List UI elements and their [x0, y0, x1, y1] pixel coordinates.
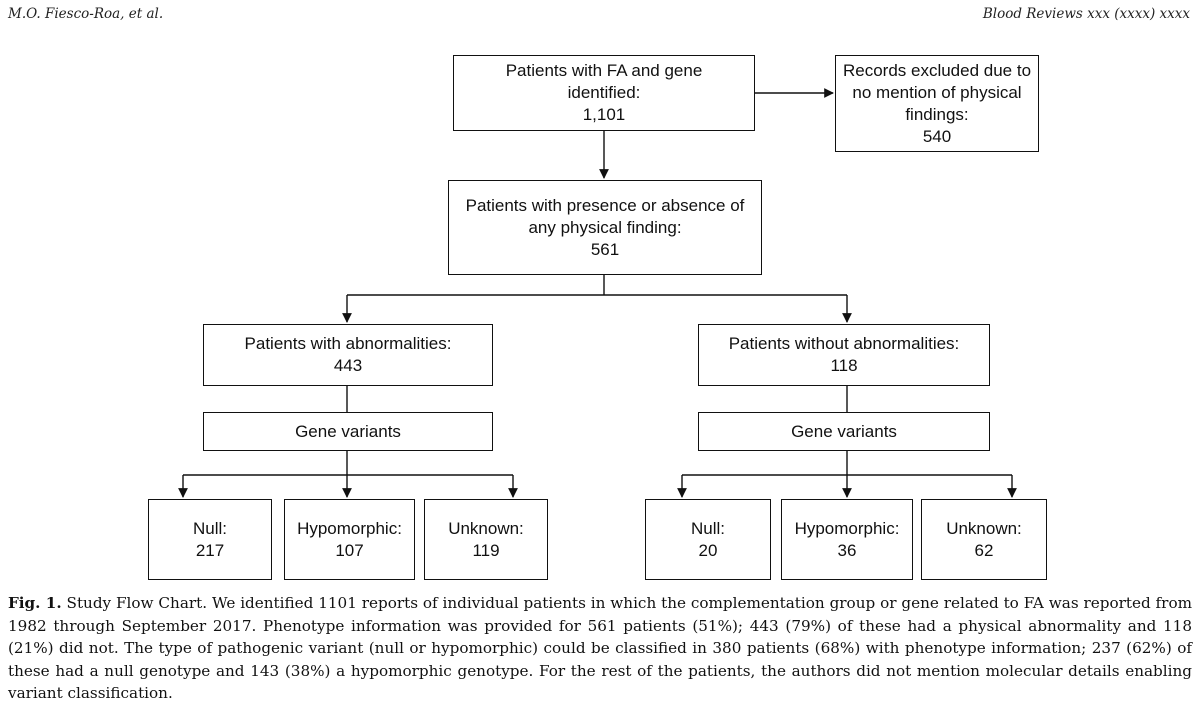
box-value: 540 — [922, 126, 952, 146]
box-label: Records excluded due to no mention of ph… — [842, 60, 1032, 124]
box-label: Patients without abnormalities: — [728, 334, 960, 353]
box-label: Hypomorphic: — [297, 518, 402, 538]
box-physical-finding: Patients with presence or absence of any… — [448, 180, 762, 275]
box-value: 36 — [837, 540, 857, 560]
box-left-hypomorphic: Hypomorphic: 107 — [284, 499, 415, 580]
box-records-excluded: Records excluded due to no mention of ph… — [835, 55, 1039, 152]
box-label: Patients with presence or absence of any… — [465, 195, 745, 237]
figure-label: Fig. 1. — [8, 594, 62, 612]
box-label: Patients with FA and gene identified: — [505, 61, 703, 102]
running-header-journal: Blood Reviews xxx (xxxx) xxxx — [982, 6, 1190, 22]
box-label: Null: — [192, 518, 227, 538]
box-label: Unknown: — [448, 518, 524, 538]
box-gene-variants-left: Gene variants — [203, 412, 493, 451]
box-right-null: Null: 20 — [645, 499, 771, 580]
box-label: Unknown: — [946, 518, 1022, 538]
box-value: 561 — [590, 239, 620, 259]
box-label: Null: — [690, 518, 725, 538]
box-value: 118 — [830, 356, 858, 375]
box-gene-variants-right: Gene variants — [698, 412, 990, 451]
box-value: 62 — [974, 540, 994, 560]
box-value: 20 — [698, 540, 718, 560]
box-value: 443 — [333, 356, 363, 375]
flowchart-connectors — [178, 88, 1017, 498]
box-label: Hypomorphic: — [794, 518, 900, 538]
box-left-unknown: Unknown: 119 — [424, 499, 548, 580]
box-right-hypomorphic: Hypomorphic: 36 — [781, 499, 913, 580]
box-value: 107 — [335, 540, 364, 560]
box-label: Patients with abnormalities: — [244, 334, 452, 353]
box-with-abnormalities: Patients with abnormalities: 443 — [203, 324, 493, 386]
box-label: Gene variants — [791, 421, 897, 441]
figure-caption: Fig. 1. Study Flow Chart. We identified … — [8, 592, 1192, 705]
figure-caption-text: Study Flow Chart. We identified 1101 rep… — [8, 594, 1192, 702]
box-value: 1,101 — [582, 105, 626, 124]
box-value: 119 — [472, 540, 500, 560]
box-value: 217 — [195, 540, 225, 560]
box-without-abnormalities: Patients without abnormalities: 118 — [698, 324, 990, 386]
running-header-authors: M.O. Fiesco-Roa, et al. — [8, 6, 164, 22]
box-label: Gene variants — [295, 421, 401, 441]
box-right-unknown: Unknown: 62 — [921, 499, 1047, 580]
box-left-null: Null: 217 — [148, 499, 272, 580]
box-patients-identified: Patients with FA and gene identified: 1,… — [453, 55, 755, 131]
